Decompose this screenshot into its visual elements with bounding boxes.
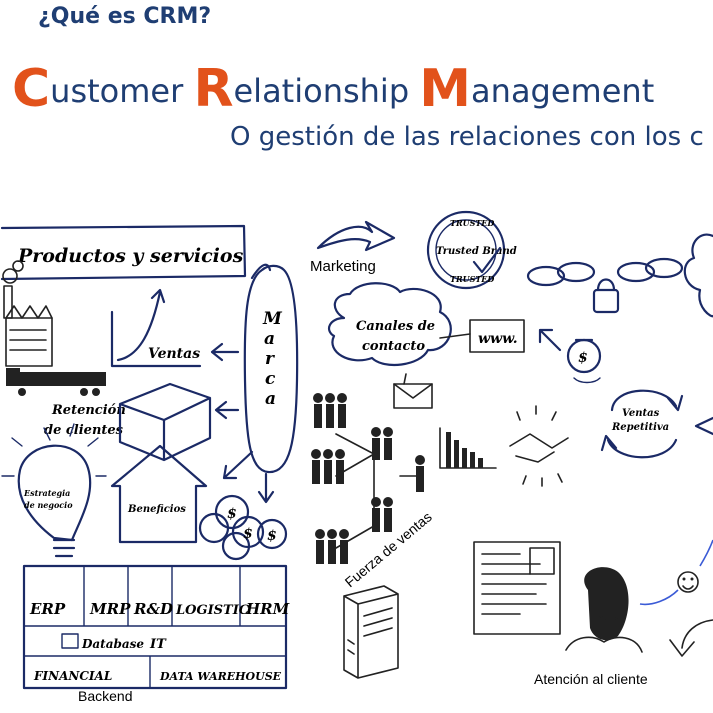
retencion-label-2: de clientes xyxy=(44,423,124,438)
ventas-repetitiva-cycle: Ventas Repetitiva xyxy=(600,389,713,459)
financial-label: FINANCIAL xyxy=(33,669,112,683)
backend-puzzle: ERP MRP R&D LOGISTIC HRM Database IT FIN… xyxy=(22,564,290,690)
datawarehouse-label: DATA WAREHOUSE xyxy=(159,670,282,683)
estrategia-label-2: de negocio xyxy=(24,500,73,510)
people-group-6 xyxy=(315,529,349,564)
productos-label: Productos y servicios xyxy=(17,245,244,267)
marca-letter-5: a xyxy=(265,389,276,409)
factory-icon xyxy=(2,260,53,367)
sales-force-network xyxy=(311,393,425,564)
database-label: Database xyxy=(81,637,144,651)
marketing-arrow-icon xyxy=(316,220,396,252)
money-bag-icon: $ xyxy=(566,338,602,384)
estrategia-label-1: Estrategia xyxy=(23,488,70,498)
people-group-4 xyxy=(415,455,425,492)
crm-cap-c: C xyxy=(12,59,51,119)
marca-letter-4: c xyxy=(265,369,276,389)
subtitle: O gestión de las relaciones con los c xyxy=(230,122,704,152)
crm-cap-r: R xyxy=(193,59,234,119)
module-hrm: HRM xyxy=(245,600,290,618)
crm-word-customer: ustomer xyxy=(50,72,194,110)
marca-oval: M a r c a xyxy=(243,264,299,474)
truck-icon xyxy=(6,368,106,396)
www-box: www. xyxy=(439,319,525,353)
crm-cap-m: M xyxy=(419,59,472,119)
marketing-label: Marketing xyxy=(310,258,376,275)
chain-lock-icon xyxy=(526,257,684,314)
marca-letter-3: r xyxy=(265,349,275,369)
canales-label-1: Canales de xyxy=(356,319,435,334)
beneficios-house: Beneficios xyxy=(110,444,208,544)
money-bags-icon: $ $ $ xyxy=(198,494,288,561)
agent-icon xyxy=(565,567,643,653)
marca-letter-1: M xyxy=(262,309,283,329)
ventas-chart-icon: Ventas xyxy=(110,288,202,368)
dollar-sign-3: $ xyxy=(267,528,277,544)
module-rd: R&D xyxy=(133,600,173,618)
www-label: www. xyxy=(478,331,518,347)
dollar-sign-1: $ xyxy=(227,506,237,522)
curved-arrow-icon xyxy=(669,619,713,657)
smiley-icon xyxy=(639,539,713,606)
trusted-top: TRUSTED xyxy=(450,218,494,228)
marca-letter-2: a xyxy=(264,329,275,349)
bar-chart-icon xyxy=(439,427,497,469)
productos-box: Productos y servicios xyxy=(0,224,247,281)
crm-title: Customer Relationship Management xyxy=(12,63,655,116)
module-mrp: MRP xyxy=(89,600,131,618)
canales-cloud: Canales de contacto xyxy=(327,282,452,366)
trusted-bottom: TRUSTED xyxy=(450,274,494,284)
backend-label: Backend xyxy=(78,688,132,704)
question-heading: ¿Qué es CRM? xyxy=(38,4,212,29)
dollar-sign-2: $ xyxy=(243,526,253,542)
canales-label-2: contacto xyxy=(362,339,425,354)
trusted-mid: Trusted Brand xyxy=(436,246,517,257)
crm-word-relationship: elationship xyxy=(233,72,420,110)
retencion-group: Retención de clientes xyxy=(44,382,212,462)
beneficios-label: Beneficios xyxy=(127,504,186,515)
documents-icon xyxy=(473,541,561,635)
server-icon xyxy=(343,585,399,679)
people-group-3 xyxy=(311,449,345,484)
people-group-5 xyxy=(371,497,393,532)
cloud-icon xyxy=(683,233,713,318)
atencion-label: Atención al cliente xyxy=(534,671,648,687)
arrow-to-bag xyxy=(538,328,562,352)
ventas-rep-label-2: Repetitiva xyxy=(611,422,669,433)
crm-word-management: anagement xyxy=(471,72,655,110)
people-group-2 xyxy=(371,427,393,460)
ventas-label: Ventas xyxy=(148,346,200,362)
module-logistic: LOGISTIC xyxy=(175,603,250,618)
module-erp: ERP xyxy=(29,600,66,618)
it-label: IT xyxy=(149,637,167,652)
trusted-seal-icon: TRUSTED Trusted Brand TRUSTED xyxy=(426,210,517,290)
handshake-icon xyxy=(509,405,569,487)
retencion-label-1: Retención xyxy=(51,403,126,418)
marca-arrows xyxy=(210,263,275,504)
ventas-rep-label-1: Ventas xyxy=(622,408,660,419)
people-group-1 xyxy=(313,393,347,428)
lightbulb-icon: Estrategia de negocio xyxy=(1,423,107,558)
database-icon xyxy=(61,633,79,649)
envelope-icon xyxy=(393,373,433,409)
dollar-sign-4: $ xyxy=(578,350,588,366)
